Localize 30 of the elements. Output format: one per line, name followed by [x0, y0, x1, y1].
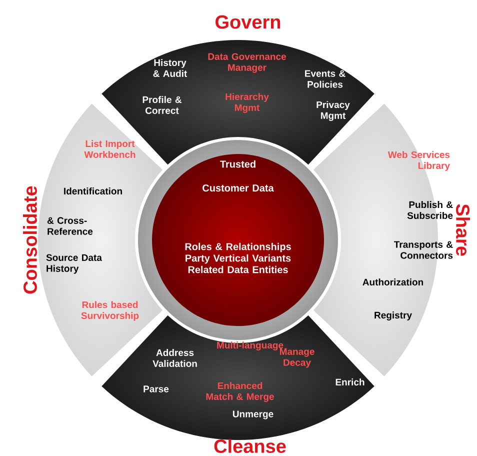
segment-heading: Govern	[216, 15, 280, 29]
feature-label: Manage Decay	[280, 348, 314, 368]
feature-label: Registry	[374, 312, 412, 320]
feature-label: Unmerge	[232, 410, 274, 420]
feature-label: Multi-language	[217, 342, 284, 350]
feature-label: Rules based Survivorship	[81, 301, 139, 321]
feature-label: Transports & Connectors	[394, 241, 453, 259]
feature-label: Data Governance Manager	[208, 53, 286, 73]
feature-label: Hierarchy Mgmt	[226, 93, 269, 113]
feature-label: List Import Workbench	[84, 140, 136, 158]
feature-label: & Cross-Reference	[47, 217, 93, 235]
core-label: Customer Data	[202, 184, 274, 192]
feature-label: Web Services Library	[388, 151, 450, 171]
feature-label: Enrich	[336, 378, 364, 386]
segment-heading: Cleanse	[214, 439, 286, 453]
feature-label: Publish & Subscribe	[407, 201, 453, 219]
feature-label: Address Validation	[152, 349, 197, 367]
feature-label: Identification	[64, 188, 122, 194]
feature-label: Parse	[144, 386, 169, 392]
feature-label: History & Audit	[153, 59, 188, 77]
core-label: Roles & Relationships Party Vertical Variants Related Data Entities	[185, 242, 291, 274]
segment-heading: Consolidate	[23, 186, 37, 294]
feature-label: Source Data History	[46, 254, 102, 274]
segment-heading: Share	[456, 204, 470, 256]
feature-label: Privacy Mgmt	[316, 101, 350, 121]
core-label: Trusted	[220, 160, 256, 168]
feature-label: Enhanced Match & Merge	[206, 382, 274, 402]
feature-label: Profile & Correct	[142, 96, 182, 114]
feature-label: Events & Policies	[305, 70, 346, 88]
feature-label: Authorization	[362, 278, 424, 286]
